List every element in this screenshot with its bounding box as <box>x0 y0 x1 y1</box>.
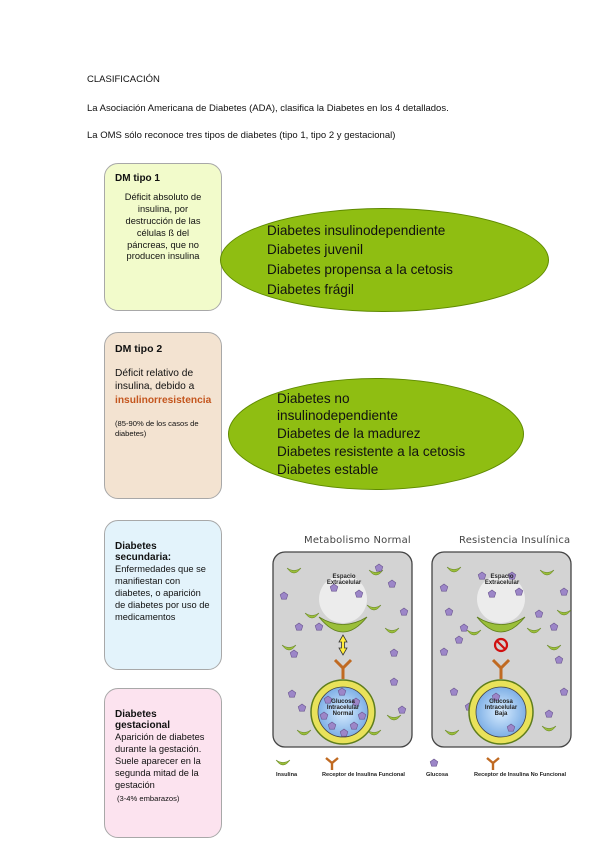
text-line: Aparición de diabetes <box>115 732 205 742</box>
label-line: Intracelular <box>484 705 518 711</box>
card-body: Déficit absoluto de insulina, por destru… <box>115 192 211 263</box>
normal-metabolism-title: Metabolismo Normal <box>304 535 411 546</box>
label-line: Espacio <box>490 574 514 580</box>
text-line: Déficit relativo de <box>115 368 194 379</box>
glucosa-normal-label: Glucosa Intracelular Normal <box>320 699 366 717</box>
label-line: Glucosa <box>489 699 513 705</box>
legend-receptor-no-funcional: Receptor de Insulina No Funcional <box>474 772 566 778</box>
card-diabetes-gestacional: Diabetes gestacional Aparición de diabet… <box>104 688 222 838</box>
ellipse-line: insulinodependiente <box>277 408 398 424</box>
ellipse-line: Diabetes propensa a la cetosis <box>267 262 453 277</box>
glucosa-baja-label: Glucosa Intracelular Baja <box>478 699 524 717</box>
card-note: (3-4% embarazos) <box>117 794 180 804</box>
text-line: insulina, debido a <box>115 381 195 393</box>
card-title: DM tipo 1 <box>115 173 160 184</box>
card-title: DM tipo 2 <box>115 343 163 355</box>
label-line: Glucosa <box>331 699 355 705</box>
text-line: gestación <box>115 779 155 790</box>
insulin-metabolism-diagram: Metabolismo Normal Resistencia Insulínic… <box>264 532 584 778</box>
ellipse-line: Diabetes resistente a la cetosis <box>277 443 466 459</box>
label-line: Espacio <box>332 574 356 580</box>
ellipse-line: Diabetes frágil <box>267 281 354 297</box>
text-line: insulina, por <box>137 203 189 214</box>
card-note: (85-90% de los casos de diabetes) <box>115 419 211 439</box>
label-line: Baja <box>494 711 508 717</box>
oms-classification-text: La OMS sólo reconoce tres tipos de diabe… <box>87 130 396 141</box>
text-line: Enfermedades que se <box>115 564 206 574</box>
text-line: Déficit absoluto de <box>124 192 202 202</box>
card-dm-tipo-2: DM tipo 2 Déficit relativo de insulina, … <box>104 332 222 499</box>
text-line: durante la gestación. <box>115 743 202 754</box>
text-line: diabetes) <box>115 428 147 438</box>
card-title: Diabetes secundaria: <box>115 541 172 563</box>
legend-glucosa: Glucosa <box>426 772 449 778</box>
text-line: medicamentos <box>115 611 176 622</box>
ellipse-line: Diabetes no <box>277 390 350 406</box>
insulin-resistance-title: Resistencia Insulínica <box>459 535 571 546</box>
espacio-extracelular-label-resist: Espacio Extracelular <box>481 574 523 586</box>
ellipse-line: Diabetes estable <box>277 461 379 477</box>
card-dm-tipo-1: DM tipo 1 Déficit absoluto de insulina, … <box>104 163 222 311</box>
text-line: segunda mitad de la <box>115 767 199 778</box>
ellipse-line: Diabetes juvenil <box>267 242 363 258</box>
espacio-extracelular-label-normal: Espacio Extracelular <box>323 574 365 586</box>
ellipse-tipo-1-names: Diabetes insulinodependiente Diabetes ju… <box>220 208 549 312</box>
card-title: Diabetes gestacional <box>115 709 171 731</box>
ellipse-line: Diabetes de la madurez <box>277 426 421 442</box>
card-diabetes-secundaria: Diabetes secundaria: Enfermedades que se… <box>104 520 222 670</box>
ellipse-line: Diabetes insulinodependiente <box>267 222 446 238</box>
ellipse-tipo-2-names: Diabetes no insulinodependiente Diabetes… <box>228 378 524 490</box>
text-line: páncreas, que no <box>127 239 199 250</box>
text-line: manifiestan con <box>115 575 181 586</box>
card-body: Enfermedades que se manifiestan con diab… <box>115 564 211 623</box>
insulinorresistencia-highlight: insulinorresistencia <box>115 394 212 406</box>
ada-classification-text: La Asociación Americana de Diabetes (ADA… <box>87 103 449 114</box>
text-line: producen insulina <box>126 251 200 262</box>
label-line: Extracelular <box>326 580 362 586</box>
text-line: diabetes, o aparición <box>115 587 201 598</box>
text-line: (85-90% de los casos de <box>115 418 199 428</box>
card-body: Déficit relativo de insulina, debido a i… <box>115 367 211 407</box>
label-line: Extracelular <box>484 580 520 586</box>
legend-insulina: Insulina <box>276 772 298 778</box>
text-line: destrucción de las <box>125 215 201 226</box>
text-line: de diabetes por uso de <box>115 599 210 610</box>
label-line: Normal <box>332 711 354 717</box>
label-line: Intracelular <box>326 705 360 711</box>
section-heading: CLASIFICACIÓN <box>87 74 160 85</box>
diagram-graphic <box>272 551 572 770</box>
text-line: Suele aparecer en la <box>115 755 201 766</box>
card-body: Aparición de diabetes durante la gestaci… <box>115 732 211 791</box>
legend-receptor-funcional: Receptor de Insulina Funcional <box>322 772 405 778</box>
text-line: células ß del <box>136 227 190 238</box>
